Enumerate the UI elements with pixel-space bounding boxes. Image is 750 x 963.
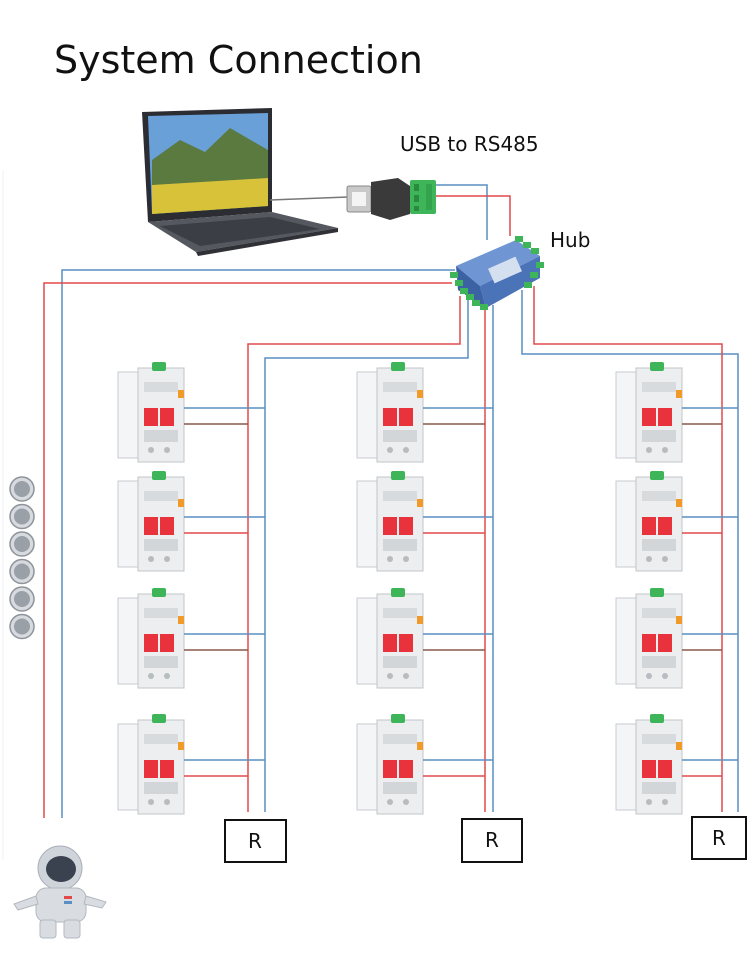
wiring <box>43 184 739 818</box>
terminator-r-1-label: R <box>248 829 262 853</box>
laptop <box>142 108 338 256</box>
wire-col1-red <box>247 296 461 812</box>
side-button-3 <box>9 531 35 557</box>
side-button-column <box>9 476 35 640</box>
terminator-r-3-label: R <box>712 826 726 850</box>
breaker-c3-r1 <box>615 362 738 463</box>
breaker-c2-r2 <box>356 471 493 572</box>
rs485-hub <box>450 236 544 310</box>
breaker-c3-r4 <box>615 714 738 815</box>
wire-converter-hub-red <box>436 195 511 236</box>
breaker-c3-r2 <box>615 471 738 572</box>
side-button-6 <box>9 613 35 640</box>
side-button-5 <box>9 586 35 612</box>
breaker-c2-r3 <box>356 588 493 689</box>
breaker-c1-r2 <box>117 471 265 572</box>
side-button-4 <box>9 558 35 585</box>
side-button-1 <box>9 476 35 502</box>
astronaut-mascot-icon <box>13 845 107 939</box>
hub-label: Hub <box>550 228 591 252</box>
terminator-r-2: R <box>461 818 523 863</box>
breaker-c1-r3 <box>117 588 265 689</box>
terminator-r-3: R <box>691 816 747 860</box>
wire-col1-blue <box>264 300 469 812</box>
terminator-r-2-label: R <box>485 828 499 852</box>
usb-rs485-converter <box>346 178 436 220</box>
breaker-c2-r1 <box>356 362 493 463</box>
wire-col3-blue <box>521 290 739 812</box>
breaker-c1-r1 <box>117 362 265 463</box>
terminator-r-1: R <box>224 819 287 863</box>
usb-rs485-label: USB to RS485 <box>400 132 539 156</box>
page-title: System Connection <box>54 38 423 82</box>
wire-converter-hub-blue <box>436 184 488 240</box>
side-button-2 <box>9 503 35 530</box>
breaker-grid <box>117 362 738 815</box>
breaker-c1-r4 <box>117 714 265 815</box>
wire-bus-left-blue <box>61 269 455 818</box>
breaker-c2-r4 <box>356 714 493 815</box>
wire-col3-red <box>533 286 723 812</box>
wire-bus-left-red <box>43 282 452 818</box>
breaker-c3-r3 <box>615 588 738 689</box>
